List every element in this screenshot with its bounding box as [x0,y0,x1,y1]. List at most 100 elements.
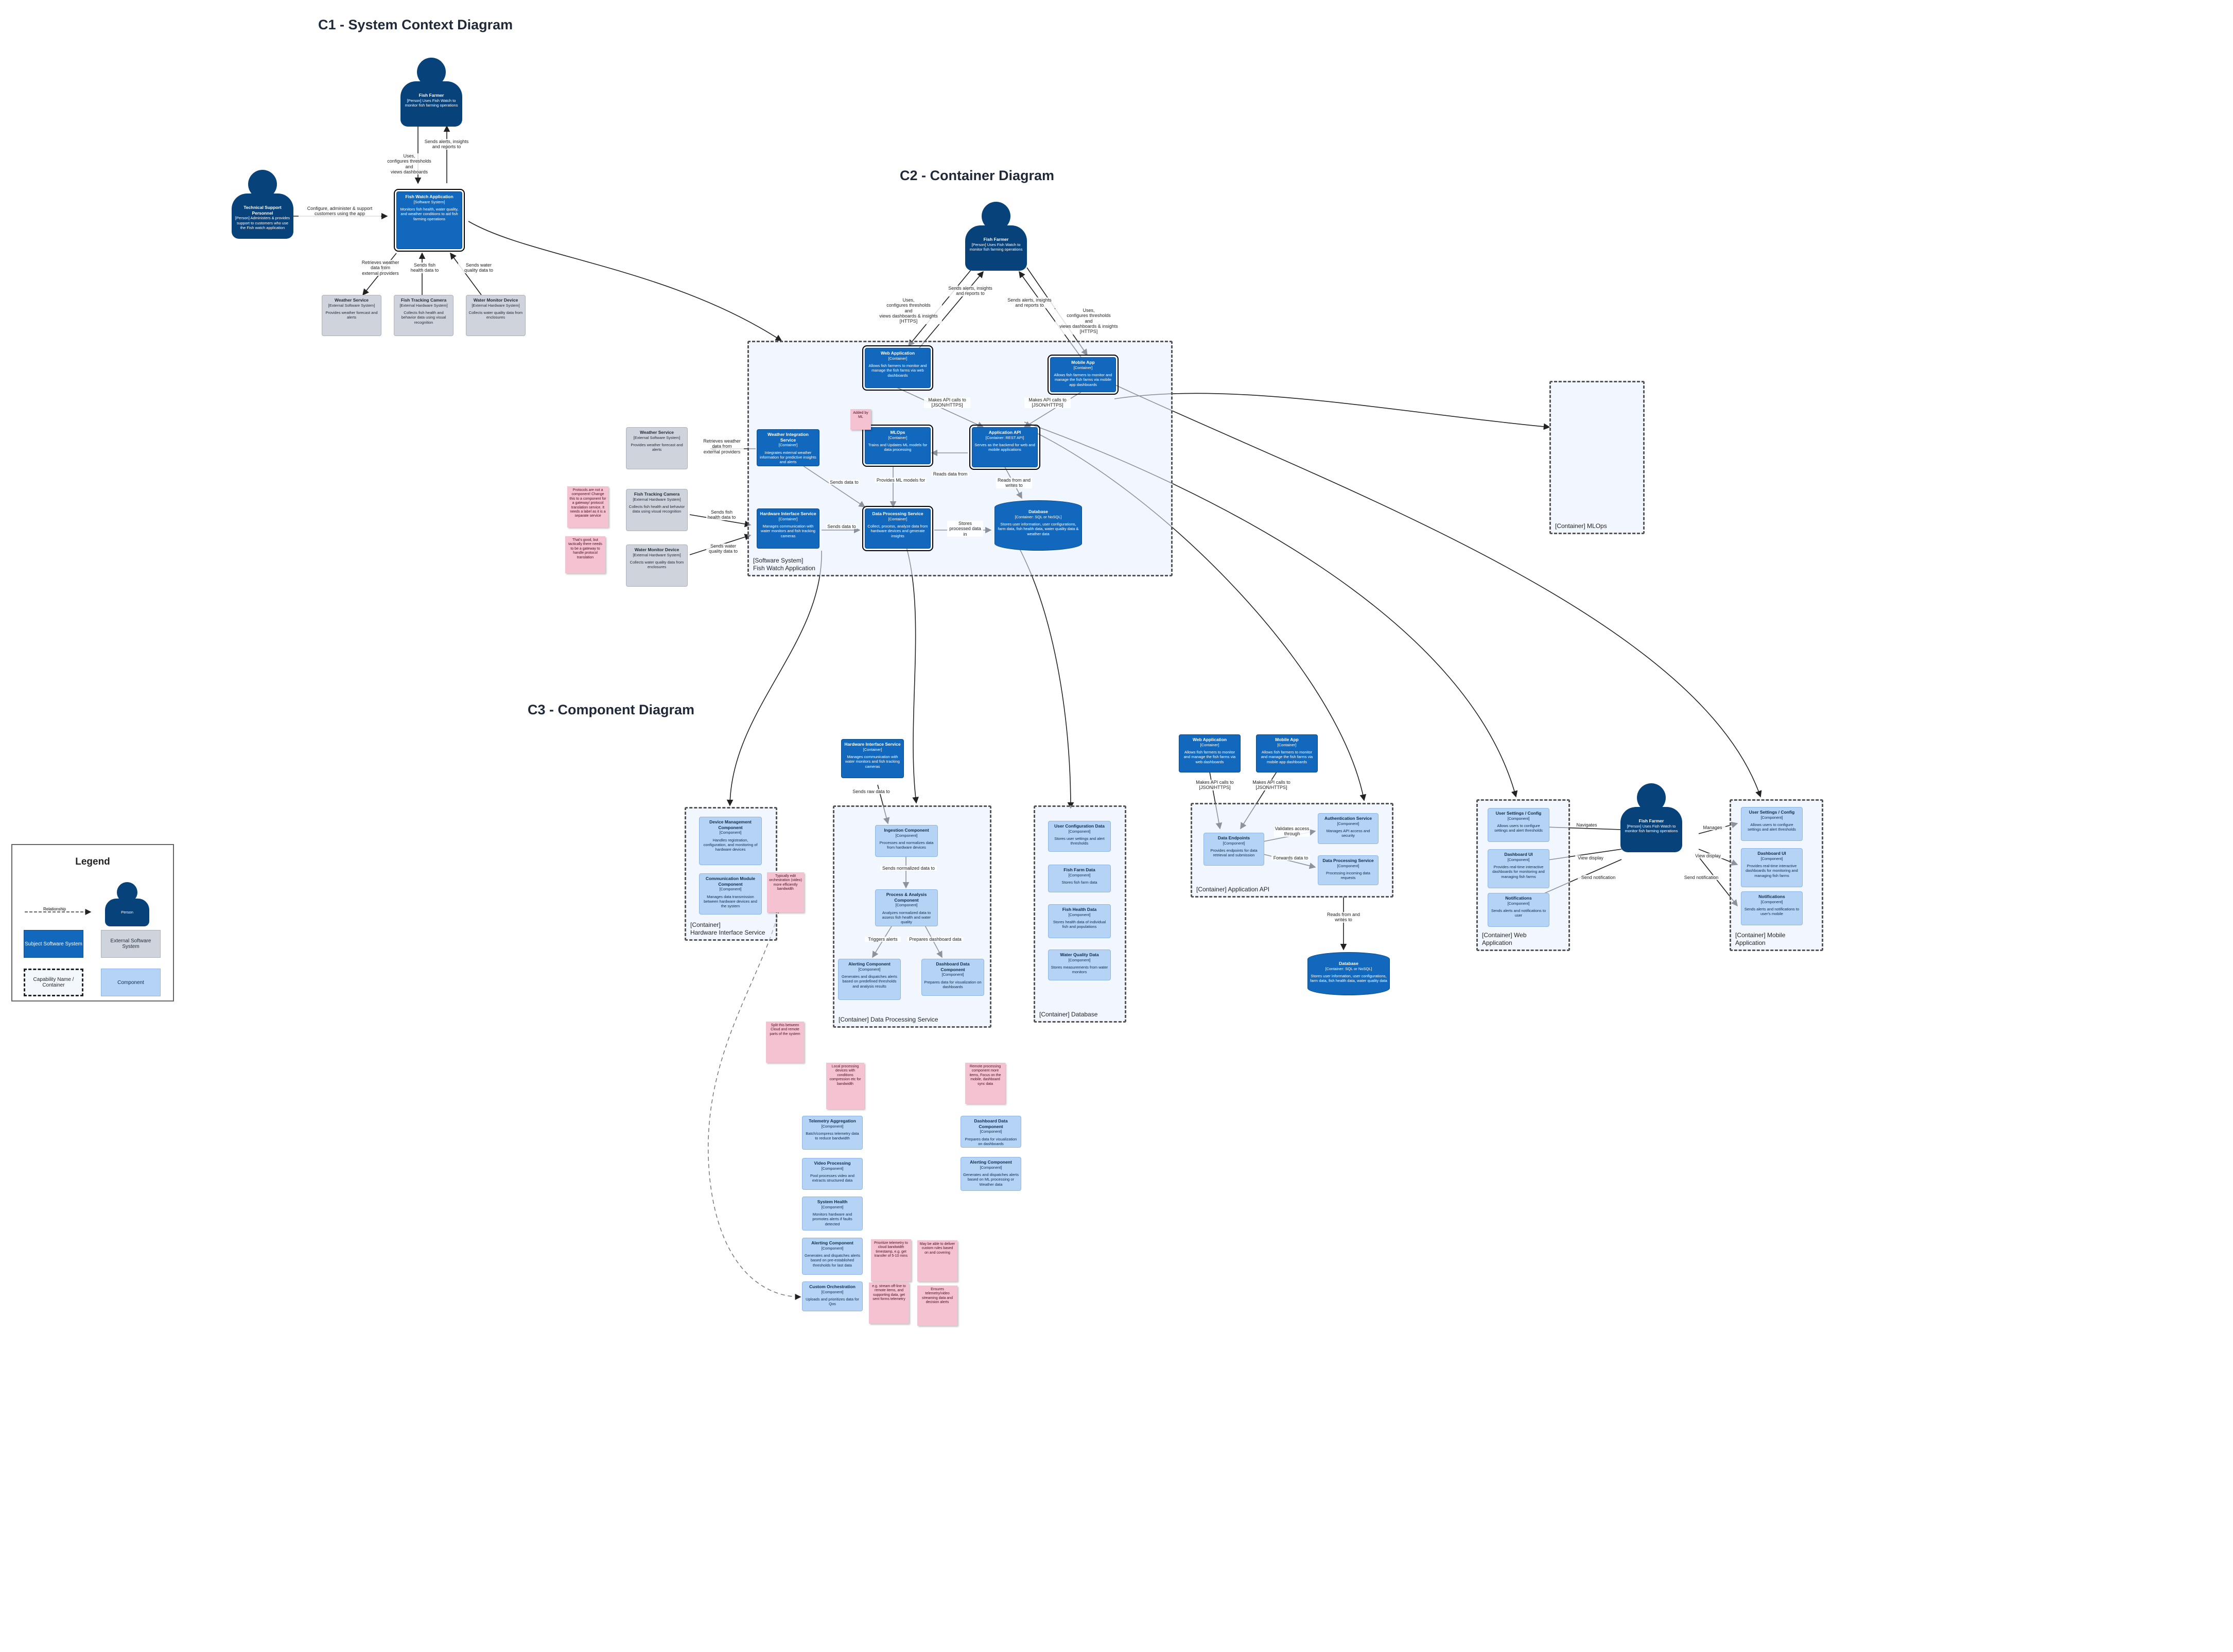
c3-dashboard-data[interactable]: Dashboard Data Component [Component] Pre… [921,959,984,996]
c1-edge-label-sends-alerts: Sends alerts, insights and reports to [420,139,474,150]
c2-edge-label-sends-fish: Sends fish health data to [706,509,737,520]
c3-edge-label-navigates: Navigates [1573,822,1601,828]
c2-edge-label-reads-writes: Reads from and writes to [996,478,1032,488]
c3-communication-module[interactable]: Communication Module Component [Componen… [699,873,762,915]
c2-edge-label-stores: Stores processed data in [947,521,983,537]
c3-video-processing[interactable]: Video Processing [Component] Pool proces… [802,1158,863,1190]
c3-fish-farmer-person[interactable]: Fish Farmer [Person] Uses Fish Watch to … [1620,783,1682,852]
c2-database[interactable]: Database [Container: SQL or NoSQL] Store… [995,500,1082,551]
c1-fish-tracking-camera[interactable]: Fish Tracking Camera [External Hardware … [394,295,453,336]
c3-fish-farm-data[interactable]: Fish Farm Data [Component] Stores fish f… [1048,865,1111,892]
c3-sticky-3: Local processing devices with conditions… [826,1063,864,1109]
c1-edge-label-retrieves: Retrieves weather data from external pro… [358,260,403,276]
c2-edge-label-uses-web: Uses, configures thresholds and views da… [875,297,942,324]
c3-edge-label-makes-api2: Makes API calls to [JSON/HTTPS] [1248,780,1295,790]
c3-mobile-app[interactable]: Mobile App [Container] Allows fish farme… [1256,734,1318,772]
c3-edge-dashboard-data[interactable]: Dashboard Data Component [Component] Pre… [961,1116,1021,1148]
c1-weather-service[interactable]: Weather Service [External Software Syste… [322,295,381,336]
c2-edge-label-retrieves: Retrieves weather data from external pro… [700,438,744,455]
c3-sticky-1: Typically edit orchestration (video) mor… [767,872,804,912]
c3-authentication-service[interactable]: Authentication Service [Component] Manag… [1318,813,1379,844]
c3-custom-orchestration[interactable]: Custom Orchestration [Component] Uploads… [802,1281,863,1311]
c3-api-data-processing[interactable]: Data Processing Service [Component] Proc… [1318,855,1379,885]
legend: Legend Relationship Person Subject Softw… [11,844,174,1001]
c2-edge-label-provides-ml: Provides ML models for [875,478,927,483]
c3-sticky-6: May be able to deliver custom rules base… [917,1240,957,1281]
c2-web-application[interactable]: Web Application [Container] Allows fish … [862,345,933,391]
c3-device-management[interactable]: Device Management Component [Component] … [699,817,762,865]
c3-hardware-interface-service[interactable]: Hardware Interface Service [Container] M… [841,739,904,778]
c3-alerting[interactable]: Alerting Component [Component] Generates… [838,959,901,1000]
legend-subject-system: Subject Software System [24,930,83,958]
c3-ingestion[interactable]: Ingestion Component [Component] Processe… [875,825,938,857]
c1-fish-watch-app[interactable]: Fish Watch Application [Software System]… [394,189,465,252]
c3-edge-label-manages: Manages [1700,825,1725,831]
c2-edge-label-uses-mobile: Uses, configures thresholds and views da… [1055,308,1122,335]
c3-edge-alerting[interactable]: Alerting Component [Component] Generates… [802,1238,863,1275]
c2-water-monitor-device[interactable]: Water Monitor Device [External Hardware … [626,544,688,587]
edge-c2c3-db [1019,548,1074,809]
c2-mobile-app[interactable]: Mobile App [Container] Allows fish farme… [1048,355,1119,395]
c3-web-user-settings[interactable]: User Settings / Config [Component] Allow… [1488,808,1549,842]
c2-mlops-boundary: [Container] MLOps [1549,381,1645,534]
c2-title: C2 - Container Diagram [900,168,1055,183]
c2-data-processing[interactable]: Data Processing Service [Container] Coll… [862,506,933,551]
c3-edge-label-validates: Validates access through [1274,826,1310,837]
c3-web-notifications[interactable]: Notifications [Component] Sends alerts a… [1488,893,1549,927]
c2-fish-farmer-person[interactable]: Fish Farmer [Person] Uses Fish Watch to … [965,202,1027,271]
legend-relationship-arrow [25,909,92,915]
c3-mobile-dashboard-ui[interactable]: Dashboard UI [Component] Provides real-t… [1741,848,1803,887]
c1-support-person[interactable]: Technical Support Personnel [Person] Adm… [232,170,293,239]
c2-edge-label-makes-api: Makes API calls to [JSON/HTTPS] [924,397,970,408]
c3-mobile-user-settings[interactable]: User Settings / Config [Component] Allow… [1741,807,1803,841]
c2-weather-service[interactable]: Weather Service [External Software Syste… [626,427,688,469]
c3-sticky-8: Ensures telemetry/video streaming data a… [917,1286,957,1326]
edge-c3-dashed-hw-edge [708,895,801,1300]
c2-edge-label-sends-water: Sends water quality data to [706,543,740,554]
edge-c1-to-c2 [468,221,782,341]
edge-c2-to-mlops [1114,393,1550,430]
c3-edge-alerting-2[interactable]: Alerting Component [Component] Generates… [961,1157,1021,1191]
c3-database[interactable]: Database [Container: SQL or NoSQL] Store… [1307,952,1390,995]
c3-fish-health-data[interactable]: Fish Health Data [Component] Stores heal… [1048,904,1111,938]
c1-fish-farmer-person[interactable]: Fish Farmer [Person] Uses Fish Watch to … [400,58,462,127]
c1-edge-label-uses: Uses, configures thresholds and views da… [383,153,435,175]
c3-mobile-notifications[interactable]: Notifications [Component] Sends alerts a… [1741,891,1803,925]
legend-person: Person [105,882,149,926]
edge-c2c3-dps [905,545,919,804]
c3-web-dashboard-ui[interactable]: Dashboard UI [Component] Provides real-t… [1488,849,1549,888]
c2-edge-label-sends-data: Sends data to [826,524,857,530]
c3-sticky-7: e.g. stream off-line to remote items, an… [869,1282,909,1324]
c3-data-endpoints[interactable]: Data Endpoints [Component] Provides endp… [1203,833,1264,866]
c3-title: C3 - Component Diagram [528,702,695,717]
c3-water-quality-data[interactable]: Water Quality Data [Component] Stores me… [1048,950,1111,980]
c1-edge-label-configure: Configure, administer & support customer… [299,206,381,217]
edge-c1-water [450,252,482,295]
c3-process-analysis[interactable]: Process & Analysis Component [Component]… [875,889,938,926]
c3-telemetry-aggregation[interactable]: Telemetry Aggregation [Component] Batch/… [802,1116,863,1150]
c3-web-application[interactable]: Web Application [Container] Allows fish … [1179,734,1241,772]
legend-relationship-label: Relationship [42,907,67,911]
c2-application-api[interactable]: Application API [Container: REST API] Se… [969,425,1040,470]
c2-edge-label-reads-from: Reads data from [932,471,969,477]
c2-sticky-hw: Protocols are not a component! Change th… [567,486,608,528]
c3-edge-label-view-display2: View display [1693,853,1723,859]
c3-system-health[interactable]: System Health [Component] Monitors hardw… [802,1197,863,1231]
c1-edge-label-sends-water: Sends water quality data to [458,262,499,273]
c3-sticky-4: Remote processing component more items, … [965,1063,1005,1104]
c2-edge-label-alerts-web: Sends alerts, insights and reports to [945,286,996,296]
c2-mlops[interactable]: MLOps [Container] Trains and Updates ML … [862,425,933,467]
c2-weather-integration[interactable]: Weather Integration Service [Container] … [757,429,819,466]
c3-edge-label-send-notification: Send notification [1578,875,1619,881]
c3-user-config-data[interactable]: User Configuration Data [Component] Stor… [1048,821,1111,852]
c1-title: C1 - System Context Diagram [318,17,513,32]
c2-edge-label-sends-data2: Sends data to [829,480,860,485]
c3-edge-label-sends-raw: Sends raw data to [849,789,893,795]
legend-component: Component [101,969,161,996]
c2-hardware-interface[interactable]: Hardware Interface Service [Container] M… [757,508,819,549]
c2-sticky-mlops: Added by ML [850,409,871,430]
c2-fish-tracking-camera[interactable]: Fish Tracking Camera [External Hardware … [626,489,688,531]
legend-external-system: External Software System [101,930,161,958]
edge-c2c3-mobile [1111,383,1762,798]
c1-water-monitor-device[interactable]: Water Monitor Device [External Hardware … [466,295,526,336]
